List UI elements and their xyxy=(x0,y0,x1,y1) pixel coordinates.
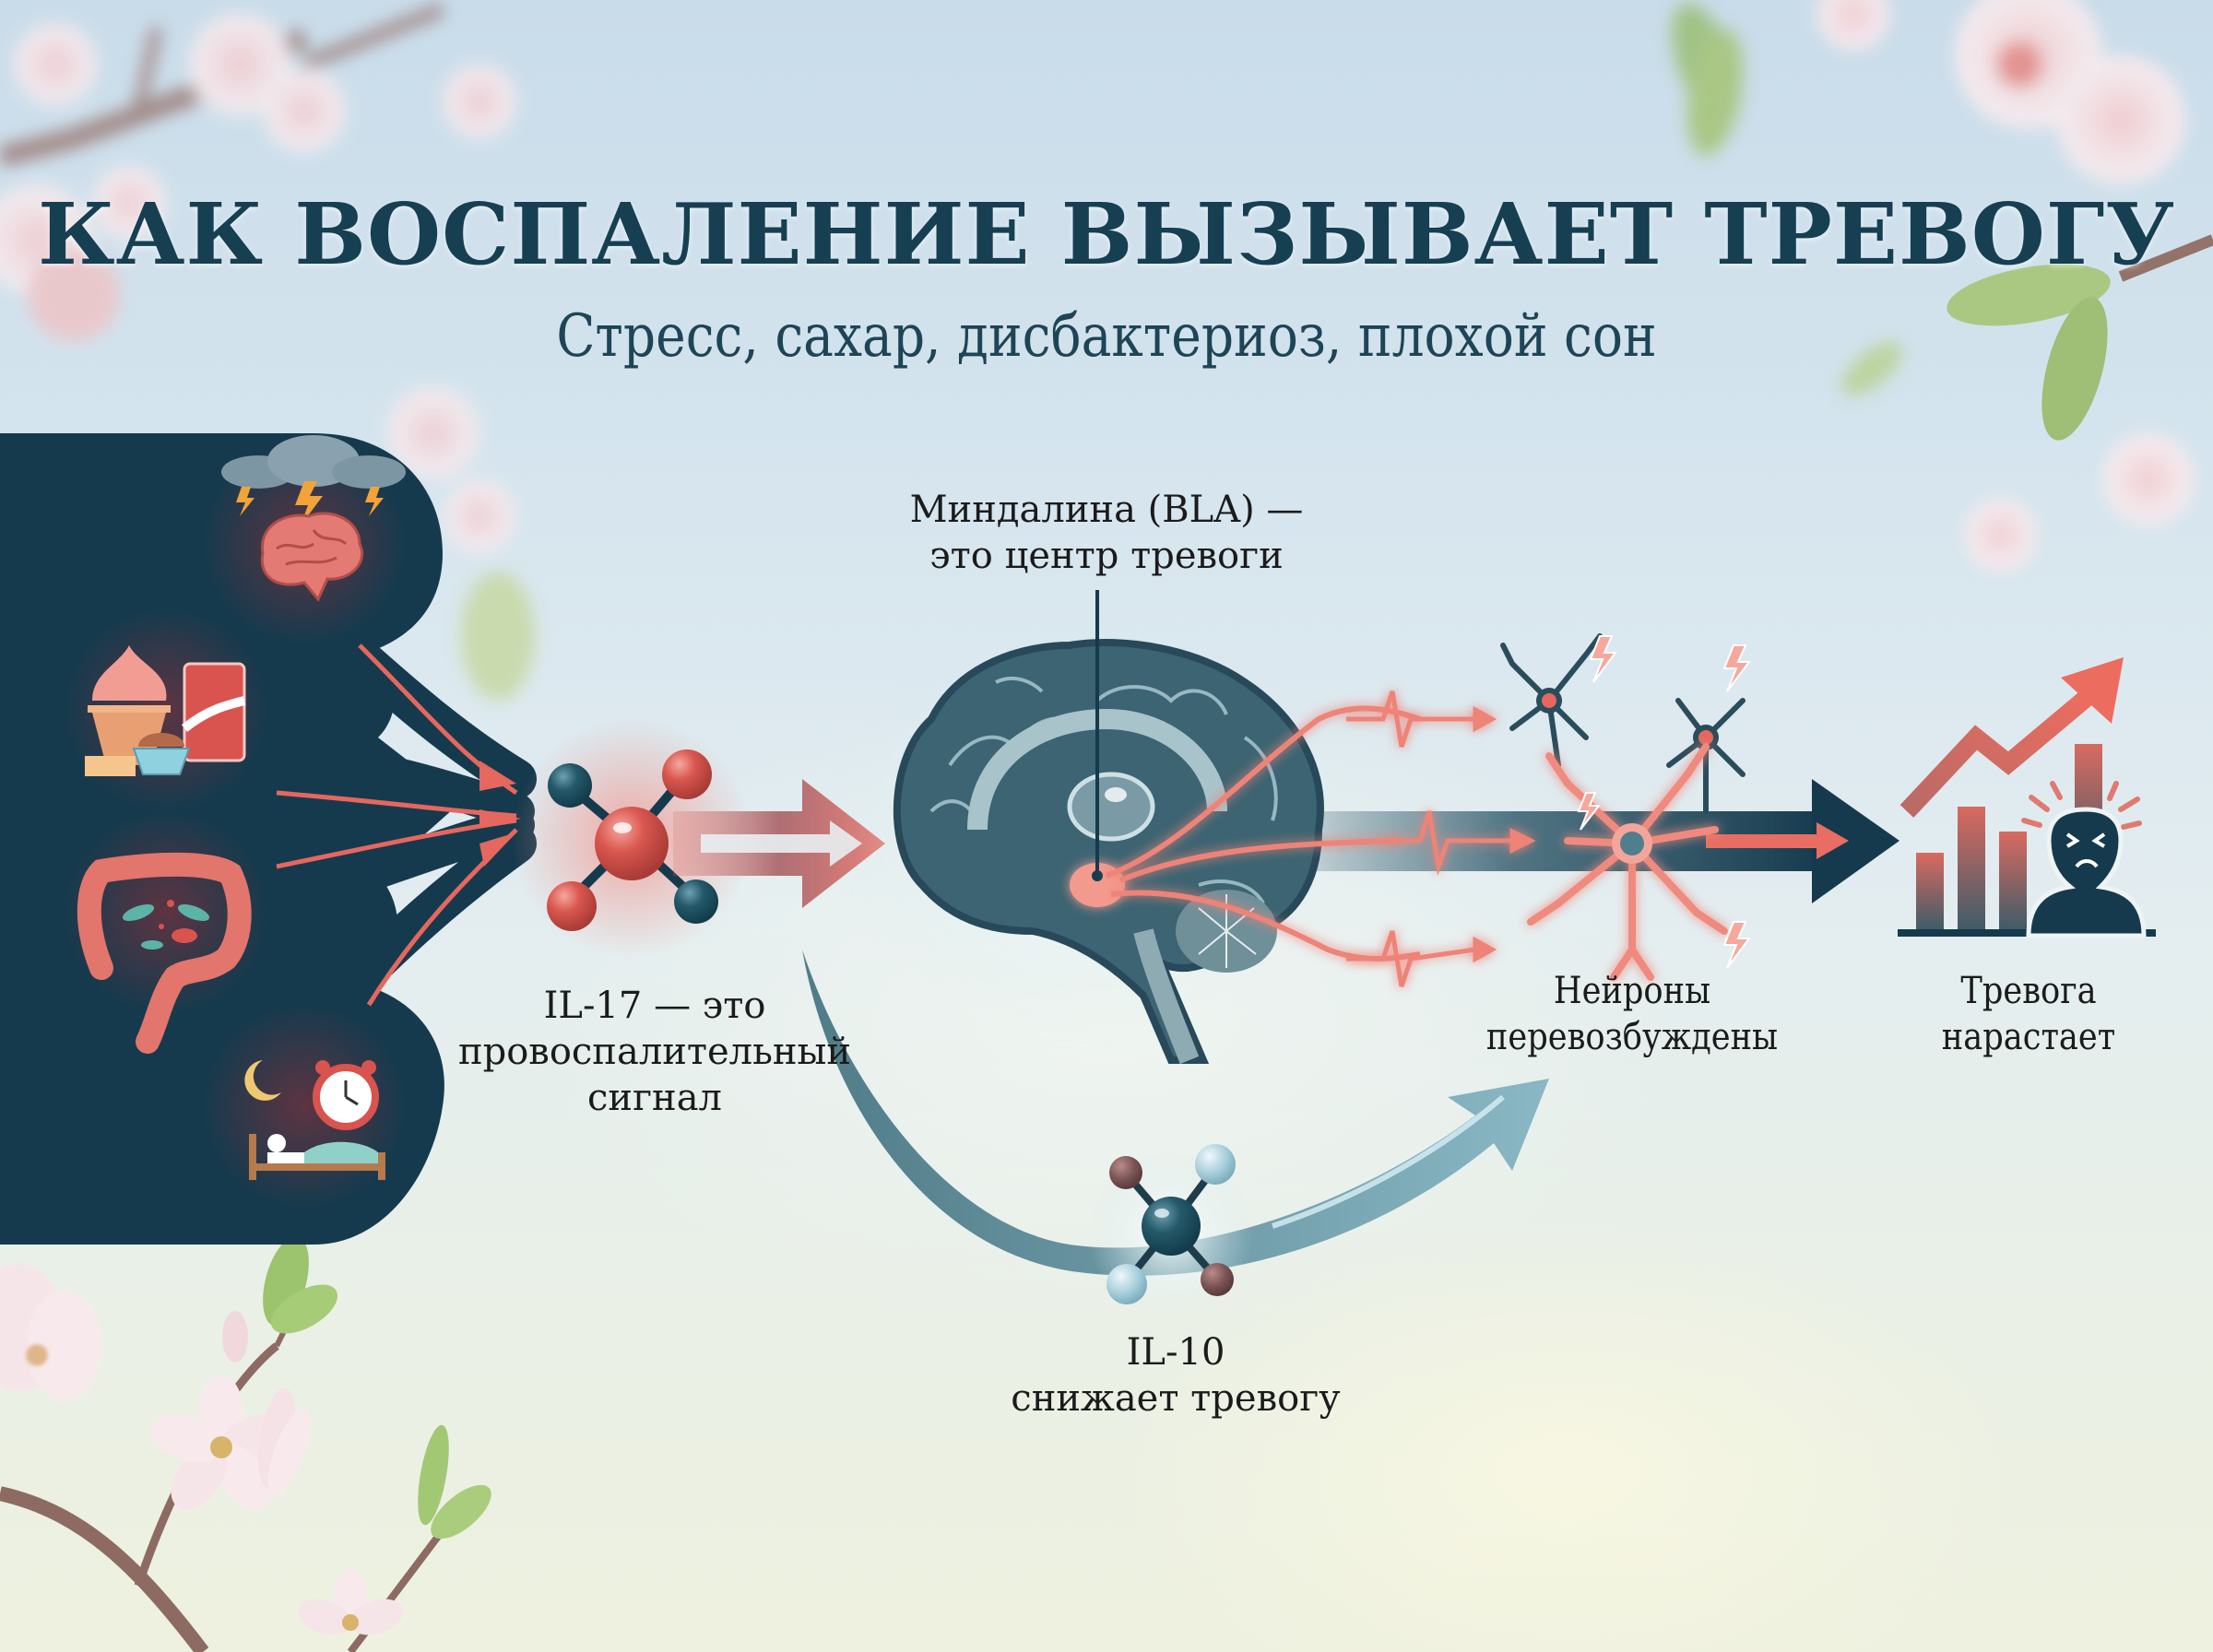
intestine-bacteria-icon xyxy=(77,852,252,1054)
causes-panel xyxy=(0,433,537,1245)
signal-pulse-icons xyxy=(1346,690,1536,987)
overexcited-neurons-icon xyxy=(1500,633,1751,981)
storm-cloud-brain-icon xyxy=(221,435,406,602)
rising-chart-anxious-person-icon xyxy=(1898,657,2156,938)
il17-label: IL-17 — это провоспалительный сигнал xyxy=(433,983,876,1121)
anxiety-label-line2: нарастает xyxy=(1941,1016,2116,1058)
il17-label-line3: сигнал xyxy=(587,1077,722,1119)
anxiety-label-line1: Тревога xyxy=(1960,970,2097,1012)
il17-to-brain-arrow xyxy=(673,779,885,908)
sweets-soda-icon xyxy=(85,645,246,776)
il10-pathway-arrow xyxy=(802,950,1549,1276)
amygdala-label-line1: Миндалина (BLA) — xyxy=(909,489,1304,531)
il10-label-line1: IL-10 xyxy=(1126,1331,1225,1374)
neurons-label-line2: перевозбуждены xyxy=(1485,1016,1779,1058)
amygdala-label-line2: это центр тревоги xyxy=(929,535,1284,577)
neurons-label: Нейроны перевозбуждены xyxy=(1462,968,1803,1060)
page-title: КАК ВОСПАЛЕНИЕ ВЫЗЫВАЕТ ТРЕВОГУ xyxy=(37,184,2176,284)
il10-molecule-icon xyxy=(1088,1144,1254,1318)
il17-label-line1: IL-17 — это xyxy=(543,985,766,1027)
il10-label: IL-10 снижает тревогу xyxy=(968,1329,1383,1422)
amygdala-label: Миндалина (BLA) — это центр тревоги xyxy=(885,487,1328,579)
sleep-alarm-clock-icon xyxy=(244,1060,385,1180)
page-subtitle: Стресс, сахар, дисбактериоз, плохой сон xyxy=(556,302,1657,371)
il10-label-line2: снижает тревогу xyxy=(1011,1377,1341,1420)
neurons-label-line1: Нейроны xyxy=(1553,970,1711,1012)
brain-sagittal-icon xyxy=(848,590,1421,1065)
il17-label-line2: провоспалительный xyxy=(457,1031,852,1073)
il17-molecule-icon xyxy=(512,719,751,959)
anxiety-label: Тревога нарастает xyxy=(1899,968,2159,1060)
